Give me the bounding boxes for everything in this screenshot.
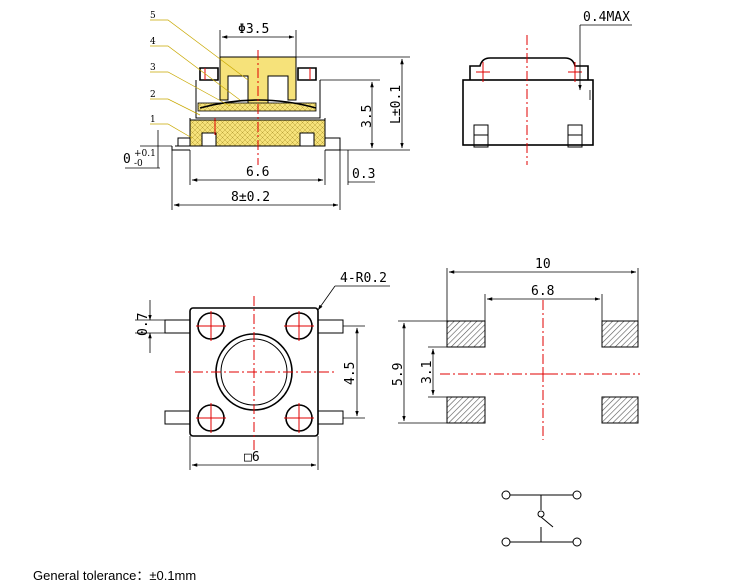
- general-tolerance-note: General tolerance：±0.1mm: [33, 568, 197, 583]
- pad-top-left: [446, 320, 486, 348]
- dim-overall-width: 8±0.2: [231, 190, 270, 205]
- part-label-5: 5: [150, 11, 156, 21]
- front-view: 0.4MAX: [462, 10, 632, 165]
- side-section-view: 5 4 3 2 1 Φ3.5 3.5 L±0.1 6.6 8±0.2: [123, 11, 410, 210]
- terminal-left: [171, 137, 191, 151]
- dome-section: [197, 102, 317, 112]
- pad-bottom-right: [601, 396, 639, 424]
- dim-corner-radius: 4-R0.2: [340, 271, 387, 286]
- dim-outer-height: 5.9: [391, 363, 406, 386]
- dim-inner-span: 6.8: [531, 284, 554, 299]
- part-label-3: 3: [150, 63, 156, 73]
- dim-standoff-lower-tol: -0: [134, 159, 143, 169]
- front-body-outline: [469, 57, 589, 80]
- part-label-2: 2: [150, 90, 156, 100]
- dim-standoff-upper-tol: +0.1: [134, 149, 156, 159]
- dim-outer-span: 10: [535, 257, 551, 272]
- pad-top-right: [601, 320, 639, 348]
- dim-base-width: 6.6: [246, 165, 269, 180]
- dim-body-size: □6: [244, 450, 260, 465]
- dim-total-height: L±0.1: [389, 85, 404, 124]
- pad-bottom-left: [446, 396, 486, 424]
- dim-standoff: 0: [123, 152, 131, 167]
- terminal-right: [325, 137, 341, 151]
- top-view: 4-R0.2 0.7 4.5 □6: [135, 271, 390, 470]
- dim-lead-width: 0.7: [136, 313, 151, 336]
- dim-lead-offset: 0.3: [352, 167, 375, 182]
- dim-body-height: 3.5: [360, 105, 375, 128]
- dim-max-offset: 0.4MAX: [583, 10, 630, 25]
- dim-inner-height: 3.1: [420, 361, 435, 384]
- dim-pin-pitch: 4.5: [343, 362, 358, 385]
- part-label-1: 1: [150, 115, 156, 125]
- pcb-layout-view: 10 6.8 5.9 3.1: [391, 257, 640, 440]
- dim-plunger-dia: Φ3.5: [238, 22, 269, 37]
- switch-schematic: [501, 490, 582, 547]
- part-number-labels: 5 4 3 2 1: [150, 11, 249, 139]
- part-label-4: 4: [150, 37, 156, 47]
